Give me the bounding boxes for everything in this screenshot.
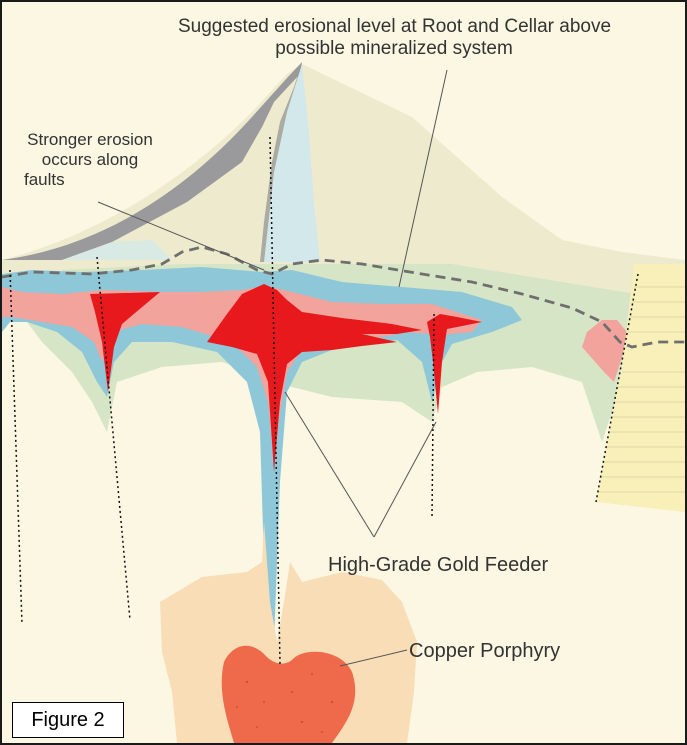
mountain (2, 64, 685, 302)
copper-porphyry (221, 645, 356, 743)
leader-lines (97, 69, 448, 667)
red-core-right (427, 314, 482, 414)
mountain-ridge (2, 62, 302, 260)
erosional-level-label-line1: Suggested erosional level at Root and Ce… (178, 16, 612, 37)
erosional-level-label-line2: possible mineralized system (275, 38, 513, 59)
blue-zone (2, 267, 522, 642)
red-core-center (207, 284, 422, 472)
stronger-erosion-label: Stronger erosion occurs along faults (16, 130, 164, 190)
erosional-level-label: Suggested erosional level at Root and Ce… (178, 16, 612, 60)
stronger-erosion-label-line2: occurs along (41, 150, 139, 169)
stronger-erosion-label-line3: faults (24, 170, 65, 189)
figure-caption: Figure 2 (12, 702, 124, 738)
block-stripes (598, 286, 685, 493)
gold-feeder-label: High-Grade Gold Feeder (328, 554, 549, 576)
pale-blue-left (62, 240, 172, 260)
pale-blue-column (264, 64, 320, 262)
striped-block (596, 264, 685, 512)
porphyry-speckles (236, 673, 334, 733)
stronger-erosion-label-line1: Stronger erosion (27, 130, 153, 149)
copper-porphyry-label: Copper Porphyry (409, 640, 561, 662)
erosion-level-line (2, 245, 685, 349)
fault-lines (9, 136, 639, 665)
